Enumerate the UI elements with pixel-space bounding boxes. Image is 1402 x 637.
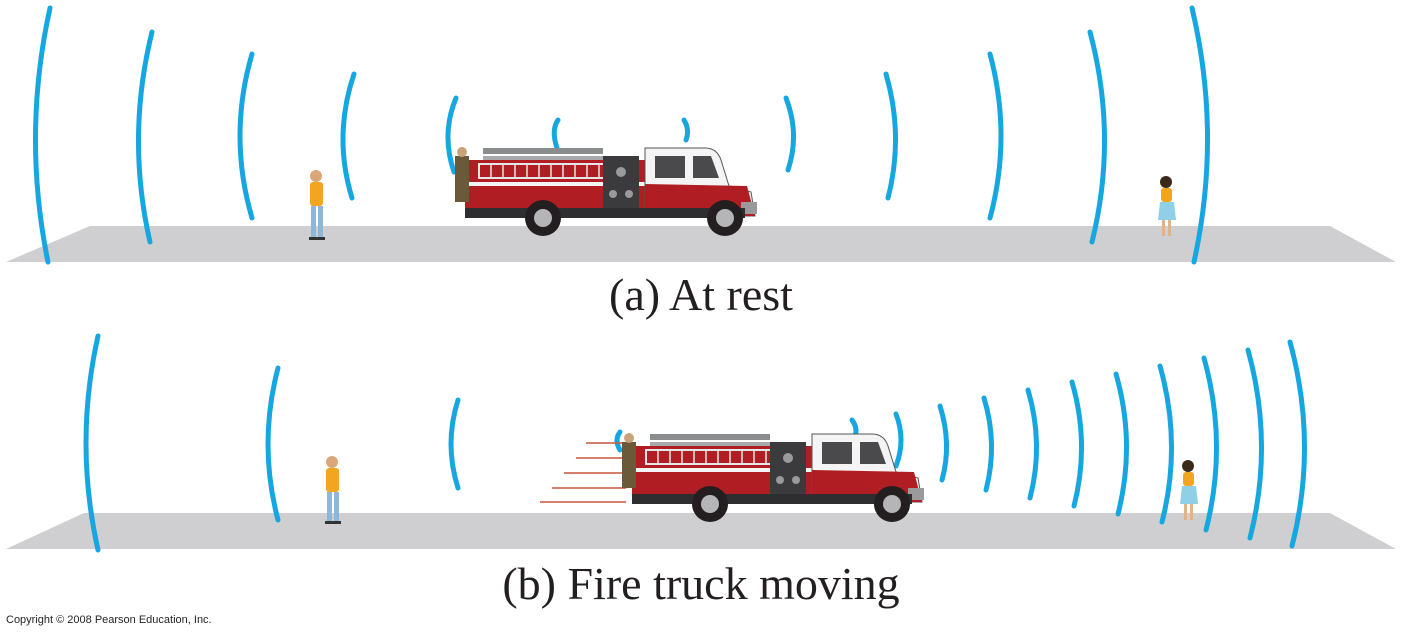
observer-right-b xyxy=(1180,460,1198,520)
wavefront xyxy=(1157,363,1175,525)
observer-left-b xyxy=(325,456,341,524)
wavefront xyxy=(265,365,281,523)
wavefront xyxy=(1087,29,1108,245)
wavefront xyxy=(893,411,904,469)
wavefront xyxy=(1287,339,1308,549)
wavefront xyxy=(987,51,1004,221)
wavefront xyxy=(1113,371,1129,517)
wavefront xyxy=(1189,5,1211,265)
fire-truck-a xyxy=(454,146,758,237)
caption-fire-truck-moving: (b) Fire truck moving xyxy=(502,558,900,609)
wavefront xyxy=(614,429,623,453)
wavefront xyxy=(681,117,691,143)
wavefront xyxy=(83,333,101,553)
observer-left-a xyxy=(309,170,325,240)
wavefront xyxy=(448,397,461,491)
wavefront xyxy=(445,95,459,175)
wavefront xyxy=(135,29,155,245)
wavefront xyxy=(237,51,255,221)
wavefront xyxy=(883,71,898,201)
wavefront xyxy=(1069,379,1084,509)
panel-at-rest xyxy=(6,5,1396,265)
wavefront xyxy=(551,117,561,151)
road-b xyxy=(6,513,1396,549)
wavefronts-a xyxy=(32,5,1211,265)
caption-at-rest: (a) At rest xyxy=(609,269,793,320)
road-a xyxy=(6,226,1396,262)
wavefront xyxy=(340,71,357,201)
wavefront xyxy=(1025,387,1040,501)
wavefront xyxy=(1245,347,1264,541)
wavefront xyxy=(32,5,53,265)
copyright-notice: Copyright © 2008 Pearson Education, Inc. xyxy=(6,614,212,626)
motion-lines xyxy=(540,442,626,503)
wavefront xyxy=(937,403,950,483)
panel-moving xyxy=(6,333,1396,553)
fire-truck-b xyxy=(621,432,925,523)
observer-right-a xyxy=(1158,176,1176,236)
wavefront xyxy=(981,395,994,493)
wavefront xyxy=(1201,355,1219,533)
wavefront xyxy=(783,95,797,173)
